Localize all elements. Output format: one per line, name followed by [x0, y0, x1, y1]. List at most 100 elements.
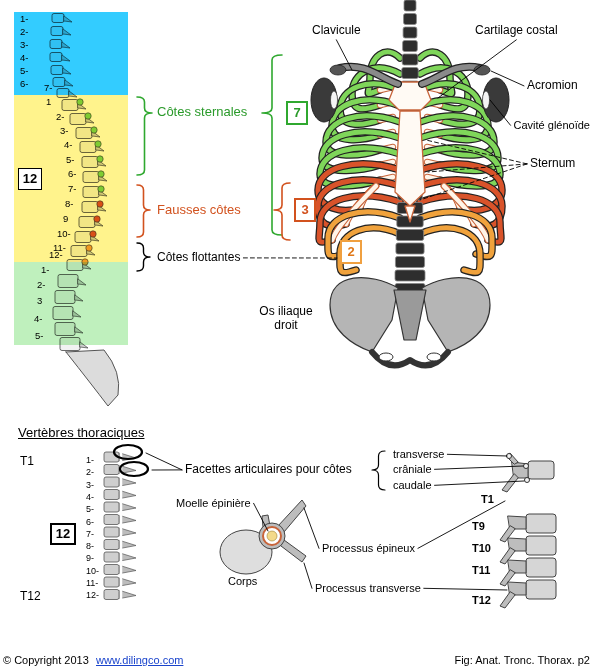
vertebra-body: [104, 490, 119, 500]
label-anchor: Processus épineux: [322, 542, 415, 555]
sacrum: [394, 290, 426, 340]
count-box: 3: [294, 198, 316, 222]
part-label: caudale: [393, 479, 432, 492]
leader-line: [254, 503, 268, 531]
label-anchor: 11-: [86, 578, 98, 588]
vertebral-body: [526, 514, 556, 533]
rib: [340, 228, 400, 273]
part-label: Processus épineux: [322, 542, 415, 555]
vertebra-body: [104, 515, 119, 525]
label-anchor: T1: [20, 455, 34, 469]
label-anchor: 3: [37, 296, 42, 307]
group-bracket: [137, 97, 152, 175]
vertebra-number: 2-: [56, 112, 64, 123]
vertebra-number: 10-: [57, 229, 71, 240]
vertebra-number: 5-: [20, 66, 28, 77]
vertebra-number: 6-: [20, 79, 28, 90]
clavicle-outline: [422, 67, 480, 84]
part-label: 2-: [86, 467, 94, 477]
xiphoid: [405, 206, 415, 222]
label-anchor: T11: [472, 564, 490, 577]
vertebra-body: [104, 527, 119, 537]
vertebra-number: 7-: [68, 184, 76, 195]
count-box: 12: [18, 168, 42, 190]
label-anchor: Corps: [228, 575, 257, 588]
clavicle: [340, 67, 398, 84]
label-anchor: caudale: [393, 479, 432, 492]
vertebra-body: [104, 502, 119, 512]
label-anchor: T12: [20, 590, 41, 604]
vertebra-body: [104, 465, 119, 475]
vertebra: [404, 0, 416, 11]
part-label: 1-: [86, 455, 94, 465]
part-label: Os iliaque droit: [250, 305, 322, 333]
label-anchor: 12-: [86, 590, 99, 600]
vertebra-body: [104, 540, 119, 550]
count-box: 7: [286, 101, 308, 125]
label-anchor: T12: [472, 594, 491, 607]
spinous-process: [120, 566, 136, 574]
spinous-process: [120, 516, 136, 524]
group-bracket: [274, 183, 290, 240]
label-anchor: crâniale: [393, 463, 432, 476]
label-anchor: 10-: [57, 229, 71, 240]
part-label: T10: [472, 542, 491, 555]
part-label: Facettes articulaires pour côtes: [185, 463, 352, 477]
vertebra-number: 1-: [41, 265, 49, 276]
leader-line: [146, 453, 182, 470]
label-anchor: 7-: [44, 83, 52, 94]
part-label: 9-: [86, 553, 94, 563]
vertebral-body: [526, 580, 556, 599]
part-label: T1: [20, 455, 34, 469]
leader-line: [435, 481, 524, 485]
spinous-process: [500, 592, 515, 608]
leader-line: [424, 588, 507, 590]
label-anchor: 2-: [20, 27, 28, 38]
label-anchor: T1: [481, 493, 494, 506]
vertebra-number: 12-: [49, 250, 63, 261]
part-label: 4-: [86, 492, 94, 502]
spinous-process: [120, 541, 136, 549]
costal-facet: [525, 478, 530, 483]
vertebra-number: 4-: [20, 53, 28, 64]
vertebra-number: 4-: [34, 314, 42, 325]
part-label: T12: [472, 594, 491, 607]
label-anchor: 2-: [37, 280, 45, 291]
vertebra-number: 2-: [20, 27, 28, 38]
part-label: T11: [472, 564, 490, 577]
sacrum: [66, 350, 119, 406]
vertebra-body: [104, 577, 119, 587]
label-anchor: Os iliaque droit: [250, 305, 322, 333]
iliac-bone: [422, 278, 490, 352]
count-box: 12: [50, 523, 76, 545]
vertebra: [402, 54, 418, 65]
vertebra: [403, 41, 418, 52]
part-label: Processus transverse: [315, 582, 421, 595]
spinous-process: [120, 578, 136, 586]
group-bracket: [137, 243, 150, 271]
spine-region-band: 1-2-3-4-5-6-7-: [14, 12, 128, 95]
label-anchor: © Copyright 2013: [3, 654, 89, 667]
label-anchor: Clavicule: [312, 24, 361, 38]
leader-line: [418, 501, 505, 548]
vertebral-body: [526, 558, 556, 577]
label-anchor: 7-: [68, 184, 76, 195]
clavicle-outline: [340, 67, 398, 84]
label-anchor: 2-: [56, 112, 64, 123]
scapula: [311, 78, 337, 122]
label-anchor: 5-: [66, 155, 74, 166]
vertebra: [396, 230, 423, 241]
vertebral-arch: [259, 523, 285, 549]
vertebra-body: [104, 565, 119, 575]
spinous-process: [120, 553, 136, 561]
spinous-process: [120, 491, 136, 499]
rib-outline: [340, 228, 400, 273]
spine-region-band: 1-2-34-5-: [14, 262, 128, 345]
count-number: 3: [301, 203, 308, 218]
vertebra-number: 1: [46, 97, 51, 108]
label-anchor: 6-: [20, 79, 28, 90]
leader-line: [426, 140, 527, 164]
leader-line: [447, 454, 507, 456]
leader-line: [336, 40, 352, 70]
